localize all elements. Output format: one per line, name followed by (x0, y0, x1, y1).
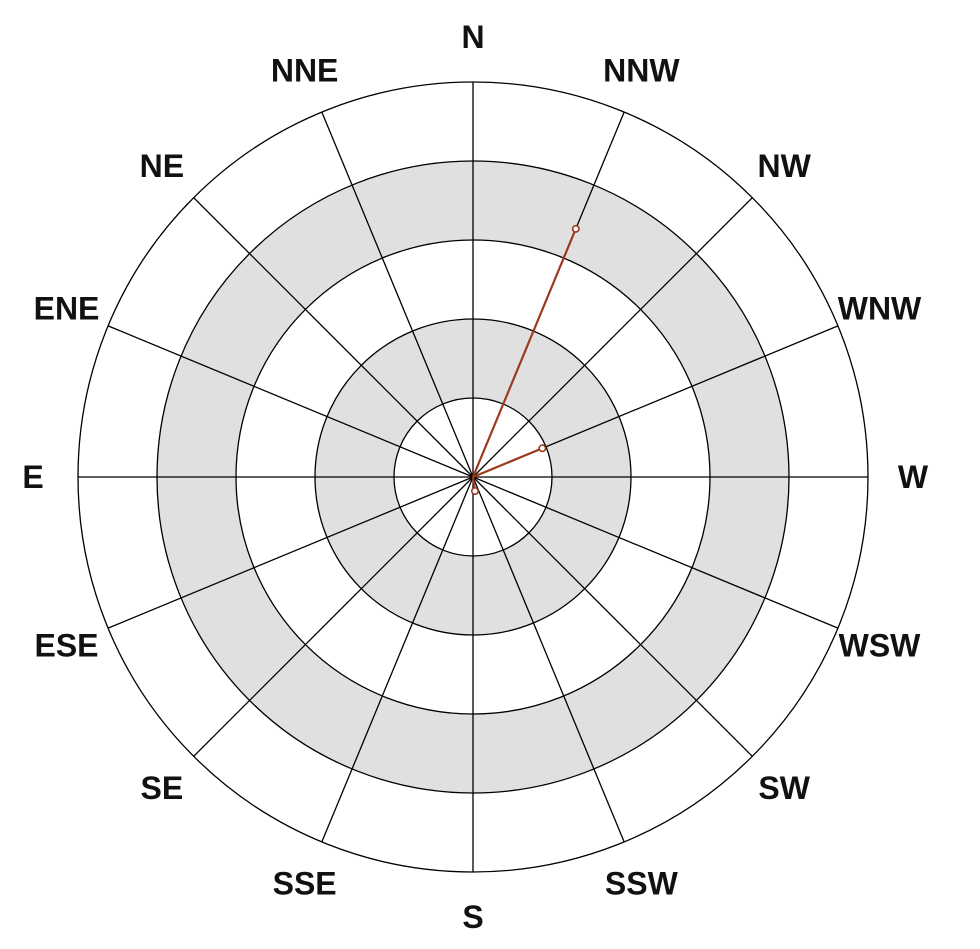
label-sw: SW (758, 770, 810, 806)
label-ne: NE (140, 148, 184, 184)
label-nw: NW (757, 148, 811, 184)
label-se: SE (141, 770, 184, 806)
label-wsw: WSW (839, 627, 922, 663)
series-line-nnw (471, 228, 577, 478)
label-ene: ENE (34, 291, 100, 327)
label-n: N (461, 19, 484, 55)
label-w: W (898, 459, 929, 495)
label-wnw: WNW (838, 291, 922, 327)
spoke-se (193, 476, 474, 757)
direction-labels: N NNW NW WNW W WSW SW SSW S SSE SE ESE E ENE NE NNE (22, 19, 929, 935)
label-ese: ESE (34, 627, 98, 663)
label-ssw: SSW (605, 866, 679, 902)
label-nne: NNE (271, 52, 339, 88)
spoke-wsw (472, 476, 839, 629)
spoke-nne (321, 111, 474, 478)
label-sse: SSE (273, 866, 337, 902)
spoke-ese (107, 476, 474, 629)
series-point-nnw (571, 224, 580, 233)
spoke-ne (193, 197, 474, 478)
series-line-wnw (472, 447, 543, 479)
series-point-wnw (538, 444, 547, 453)
label-nnw: NNW (603, 52, 680, 88)
series-point-sse (470, 487, 479, 496)
label-s: S (462, 899, 483, 935)
series-layer (470, 224, 580, 496)
spoke-ene (107, 325, 474, 478)
spoke-sse (321, 476, 474, 843)
spoke-nw (472, 197, 753, 478)
label-e: E (22, 459, 43, 495)
spoke-ssw (472, 476, 625, 843)
spoke-sw (472, 476, 753, 757)
